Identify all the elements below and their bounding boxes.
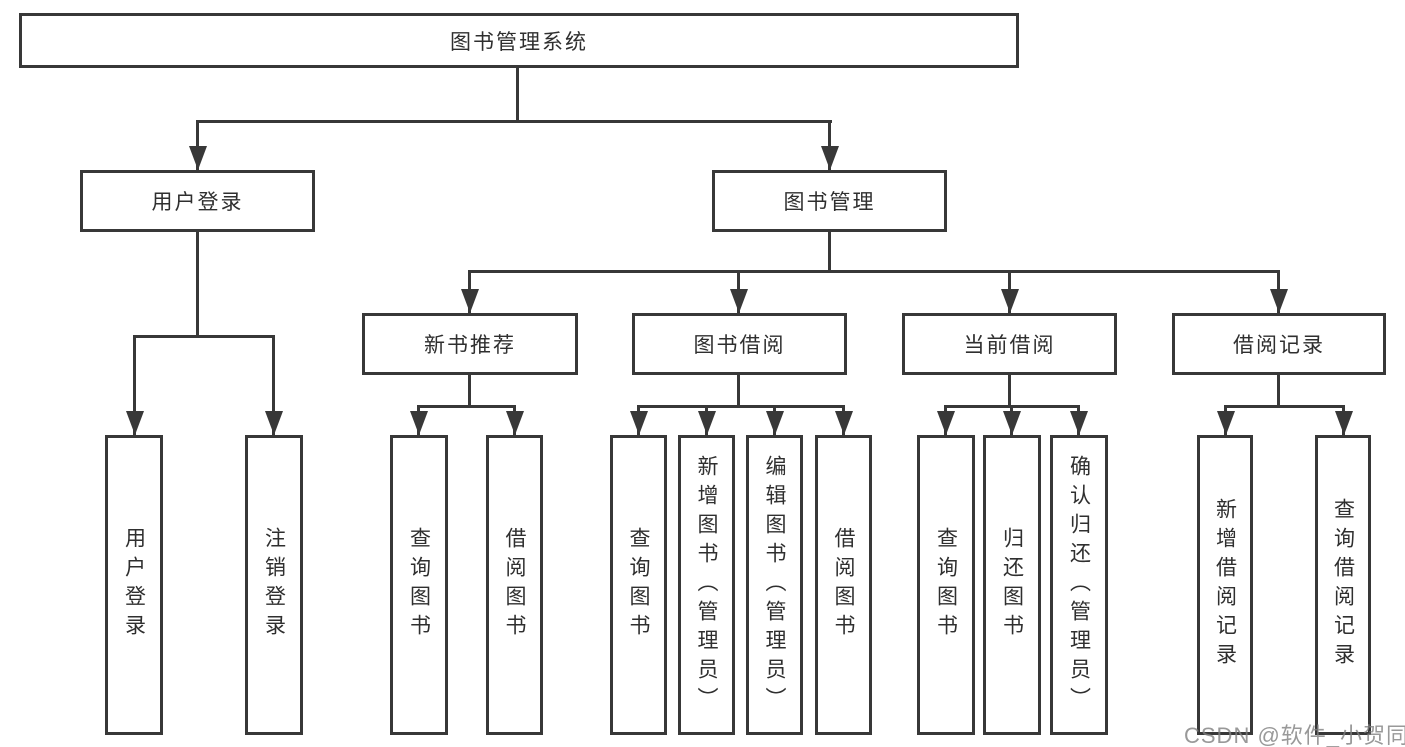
arrow-current-borrow-leaf-2 — [1010, 405, 1013, 435]
node-label: 图书管理 — [783, 191, 876, 214]
arrow-book-borrow-leaf-3 — [773, 405, 776, 435]
leaf-add-books-admin: 新增图书（管理员） — [678, 435, 735, 735]
leaf-label: 确认归还（管理员） — [1067, 454, 1091, 716]
arrow-book-borrow-leaf-4 — [842, 405, 845, 435]
leaf-label: 查询图书 — [407, 527, 431, 643]
arrow-to-book-management — [828, 120, 831, 170]
node-label: 用户登录 — [151, 191, 244, 214]
connector-user-login-bus — [133, 335, 275, 338]
connector-level2-bus — [468, 270, 1280, 273]
arrow-new-book-leaf-2 — [513, 405, 516, 435]
connector-level1-bus — [196, 120, 832, 123]
arrow-to-book-borrow — [737, 270, 740, 313]
csdn-watermark: CSDN @软件_小贺同学 — [1184, 723, 1405, 747]
connector-user-login-trunk — [196, 232, 199, 335]
arrow-book-borrow-leaf-1 — [637, 405, 640, 435]
leaf-label: 查询借阅记录 — [1331, 498, 1355, 672]
connector-borrow-record-bus — [1224, 405, 1343, 408]
arrow-current-borrow-leaf-3 — [1077, 405, 1080, 435]
connector-borrow-record-trunk — [1277, 375, 1280, 405]
node-borrow-record: 借阅记录 — [1172, 313, 1386, 375]
node-book-management: 图书管理 — [712, 170, 947, 232]
leaf-label: 编辑图书（管理员） — [763, 454, 786, 716]
arrow-to-borrow-record — [1277, 270, 1280, 313]
leaf-label: 新增借阅记录 — [1213, 498, 1237, 672]
connector-book-management-trunk — [828, 232, 831, 270]
connector-new-book-trunk — [468, 375, 471, 405]
leaf-label: 归还图书 — [1000, 527, 1024, 643]
arrow-new-book-leaf-1 — [417, 405, 420, 435]
arrow-to-leaf-logout — [272, 335, 275, 435]
leaf-query-borrow-record: 查询借阅记录 — [1315, 435, 1371, 735]
leaf-confirm-return-admin: 确认归还（管理员） — [1050, 435, 1108, 735]
connector-new-book-bus — [417, 405, 516, 408]
connector-current-borrow-trunk — [1008, 375, 1011, 405]
node-book-borrow: 图书借阅 — [632, 313, 847, 375]
node-library-management-system: 图书管理系统 — [19, 13, 1019, 68]
node-label: 图书管理系统 — [450, 30, 588, 54]
node-label: 当前借阅 — [963, 334, 1056, 357]
leaf-borrow-books-1: 借阅图书 — [486, 435, 543, 735]
leaf-label: 用户登录 — [122, 527, 146, 643]
arrow-to-leaf-user-login — [133, 335, 136, 435]
connector-book-borrow-bus — [637, 405, 845, 408]
arrow-borrow-record-leaf-2 — [1342, 405, 1345, 435]
leaf-borrow-books-2: 借阅图书 — [815, 435, 872, 735]
node-label: 新书推荐 — [424, 334, 516, 357]
node-label: 图书借阅 — [693, 334, 786, 357]
leaf-return-books: 归还图书 — [983, 435, 1041, 735]
arrow-to-new-book — [468, 270, 471, 313]
connector-book-borrow-trunk — [737, 375, 740, 405]
leaf-label: 新增图书（管理员） — [695, 454, 718, 716]
leaf-query-books-3: 查询图书 — [917, 435, 975, 735]
leaf-query-books-1: 查询图书 — [390, 435, 448, 735]
leaf-user-login: 用户登录 — [105, 435, 163, 735]
arrow-to-user-login — [196, 120, 199, 170]
arrow-current-borrow-leaf-1 — [944, 405, 947, 435]
leaf-add-borrow-record: 新增借阅记录 — [1197, 435, 1253, 735]
leaf-label: 注销登录 — [262, 527, 286, 643]
leaf-logout: 注销登录 — [245, 435, 303, 735]
arrow-borrow-record-leaf-1 — [1224, 405, 1227, 435]
node-user-login: 用户登录 — [80, 170, 315, 232]
leaf-label: 借阅图书 — [503, 527, 526, 643]
leaf-label: 查询图书 — [934, 527, 958, 643]
connector-root-trunk — [516, 68, 519, 120]
leaf-label: 借阅图书 — [832, 527, 855, 643]
arrow-to-current-borrow — [1008, 270, 1011, 313]
node-current-borrow: 当前借阅 — [902, 313, 1117, 375]
arrow-book-borrow-leaf-2 — [705, 405, 708, 435]
node-label: 借阅记录 — [1233, 334, 1325, 357]
leaf-label: 查询图书 — [627, 527, 650, 643]
leaf-query-books-2: 查询图书 — [610, 435, 667, 735]
node-new-book-recommend: 新书推荐 — [362, 313, 578, 375]
leaf-edit-books-admin: 编辑图书（管理员） — [746, 435, 803, 735]
